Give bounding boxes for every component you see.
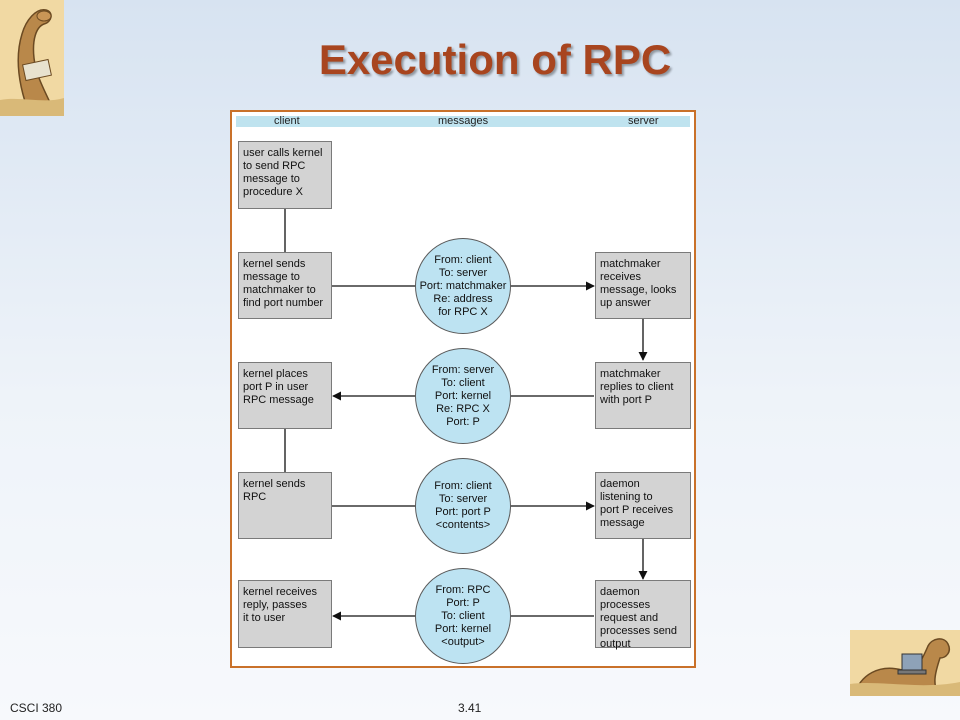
column-header-client: client <box>274 115 300 127</box>
client-step-send-to-matchmaker: kernel sends message to matchmaker to fi… <box>238 252 332 319</box>
column-header-bar: client messages server <box>236 116 690 127</box>
message-bubble-port-request: From: client To: server Port: matchmaker… <box>415 238 511 334</box>
client-step-call-kernel: user calls kernel to send RPC message to… <box>238 141 332 209</box>
slide-number: 3.41 <box>458 701 482 715</box>
server-step-daemon-processes: daemon processes request and processes s… <box>595 580 691 650</box>
server-step-matchmaker-replies: matchmaker replies to client with port P <box>595 362 691 429</box>
dinosaur-reading-icon <box>0 0 64 116</box>
course-label: CSCI 380 <box>10 701 63 715</box>
client-step-place-port: kernel places port P in user RPC message <box>238 362 332 429</box>
server-step-daemon-receives: daemon listening to port P receives mess… <box>595 472 691 539</box>
message-bubble-port-reply: From: server To: client Port: kernel Re:… <box>415 348 511 444</box>
message-bubble-rpc-output: From: RPC Port: P To: client Port: kerne… <box>415 568 511 664</box>
dinosaur-laptop-icon <box>850 630 960 696</box>
client-step-send-rpc: kernel sends RPC <box>238 472 332 539</box>
page-title: Execution of RPC <box>318 36 672 83</box>
client-step-receive-reply: kernel receives reply, passes it to user <box>238 580 332 648</box>
column-header-server: server <box>628 115 659 127</box>
rpc-diagram: client messages server user calls kernel… <box>230 110 696 668</box>
server-step-matchmaker-receives: matchmaker receives message, looks up an… <box>595 252 691 319</box>
diagram-connectors <box>284 209 648 621</box>
column-header-messages: messages <box>438 115 489 127</box>
message-bubble-rpc-call: From: client To: server Port: port P <co… <box>415 458 511 554</box>
